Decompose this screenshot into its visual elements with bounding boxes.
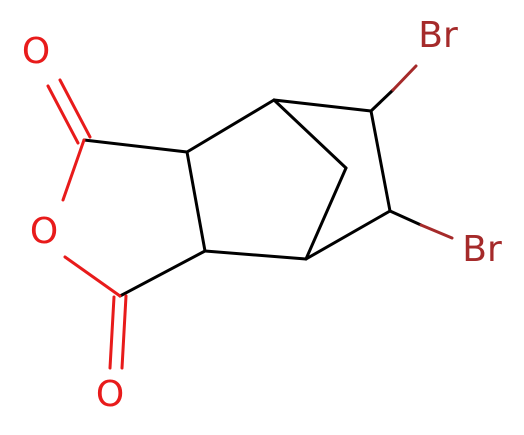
bond-bridge-c6 bbox=[304, 166, 348, 261]
bond-c7-br-top-inner bbox=[369, 88, 395, 113]
bond-c8-br-right-outer bbox=[419, 223, 454, 240]
bond-c1-otop-b bbox=[46, 84, 80, 145]
bond-c2-c5 bbox=[185, 98, 276, 154]
oxygen-ring-label: O bbox=[30, 211, 58, 252]
bond-c4-oring bbox=[63, 255, 122, 298]
bond-c5-c7 bbox=[272, 98, 373, 113]
bond-c1-c2 bbox=[82, 138, 189, 154]
bond-c7-c8 bbox=[369, 109, 392, 213]
oxygen-bottom-label: O bbox=[96, 374, 124, 415]
oxygen-top-label: O bbox=[22, 31, 50, 72]
bromine-right-label: Br bbox=[462, 229, 502, 270]
bromine-top-label: Br bbox=[418, 15, 458, 56]
bond-c8-c6 bbox=[304, 209, 392, 261]
bond-c3-c6 bbox=[203, 249, 308, 261]
bond-c4-obottom-b bbox=[108, 295, 116, 370]
bond-c5-bridge bbox=[272, 98, 348, 170]
bond-c8-br-right-inner bbox=[388, 209, 423, 227]
bond-c4-obottom-a bbox=[120, 294, 128, 370]
bond-c3-c4 bbox=[118, 249, 207, 298]
bond-c1-oring bbox=[61, 138, 86, 202]
bond-c1-otop-a bbox=[58, 78, 92, 139]
bond-c7-br-top-outer bbox=[391, 64, 418, 92]
bond-c2-c3 bbox=[185, 150, 207, 253]
